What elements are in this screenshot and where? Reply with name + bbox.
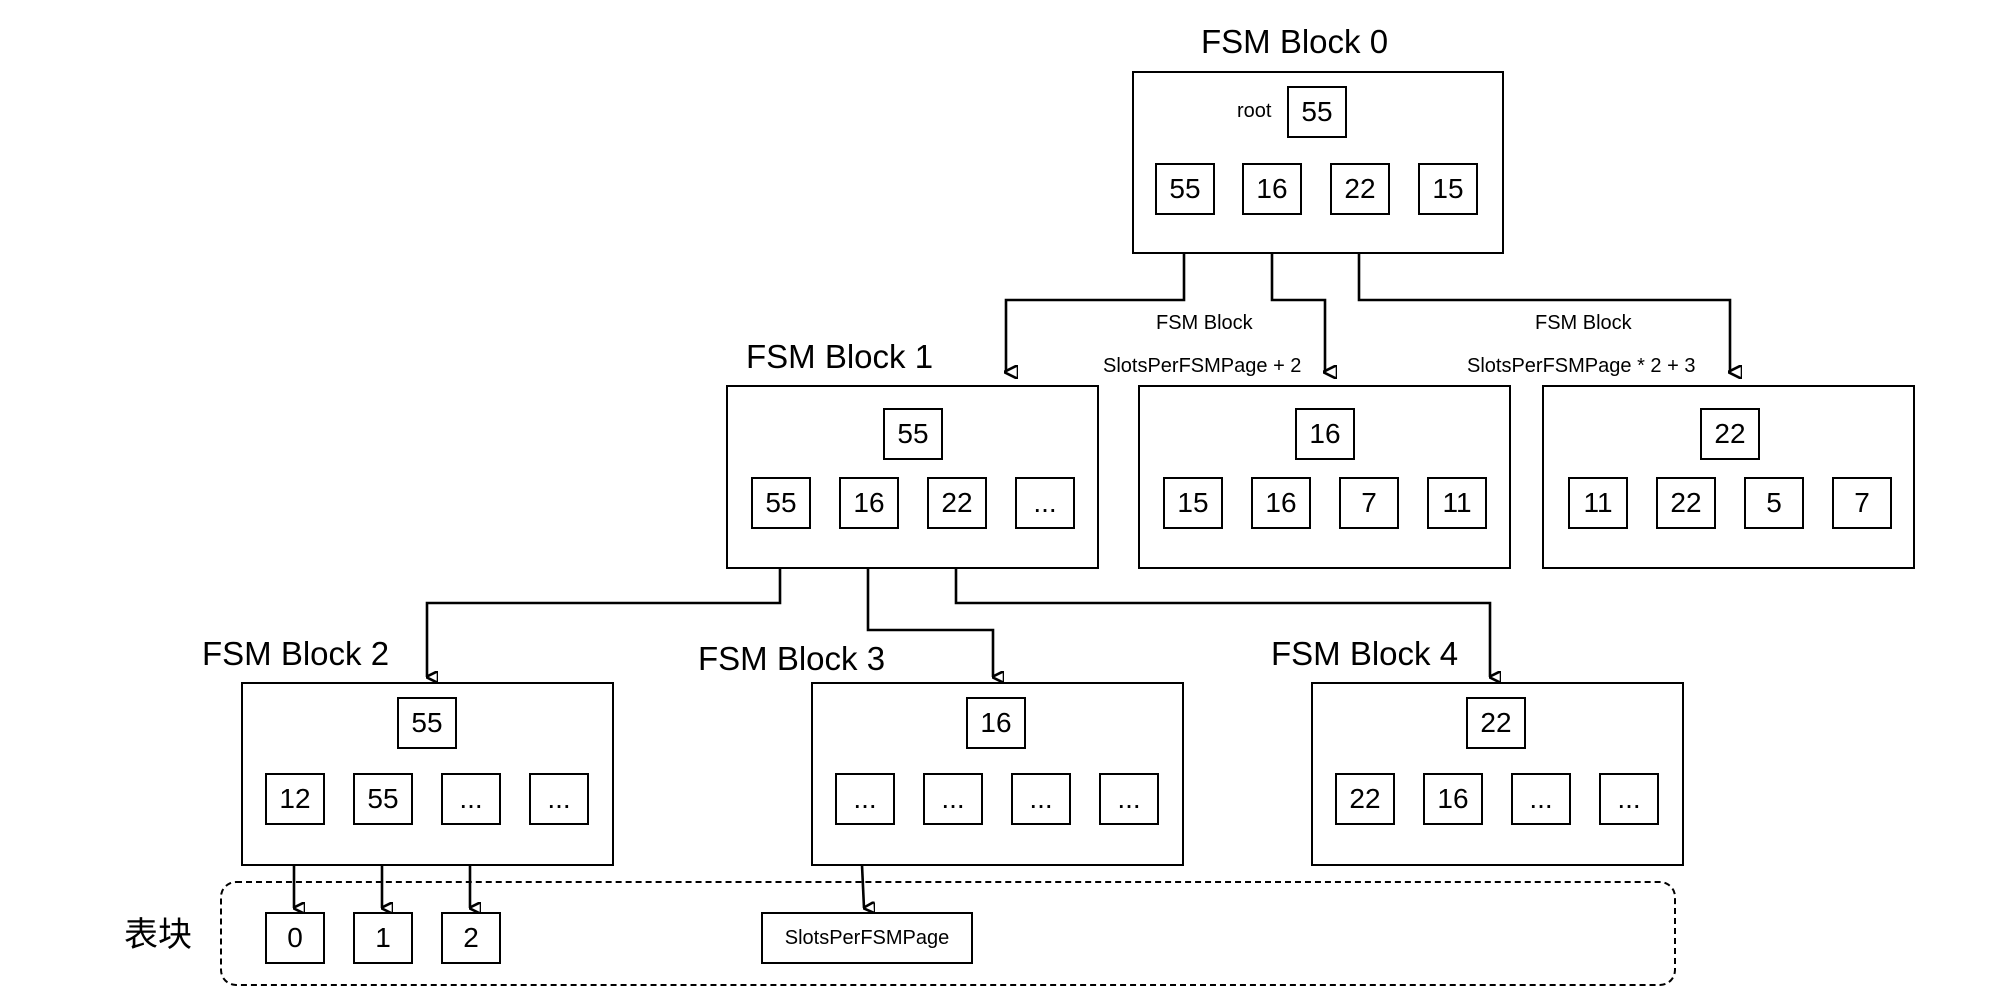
block1c-slot-cell: 22 (1656, 477, 1716, 529)
block2-slot-cell: ... (441, 773, 501, 825)
block1b-slot-cell: 15 (1163, 477, 1223, 529)
block4-title: FSM Block 4 (1271, 635, 1459, 672)
block1b-slot-cell: 16 (1251, 477, 1311, 529)
block1c-slot-cell: 5 (1744, 477, 1804, 529)
block0-title: FSM Block 0 (1201, 23, 1389, 60)
block4-slot-cell: ... (1511, 773, 1571, 825)
block3-title: FSM Block 3 (698, 640, 886, 677)
block1b-root-cell: 16 (1295, 408, 1355, 460)
block4-slot-cell: 22 (1335, 773, 1395, 825)
arrow-b0-slot1-to-block1b (1270, 216, 1325, 372)
heap-page-cell: 1 (353, 912, 413, 964)
block4-slot-cell: ... (1599, 773, 1659, 825)
block2-slot-cell: ... (529, 773, 589, 825)
block0-slot-cell: 16 (1242, 163, 1302, 215)
block1-root-cell: 55 (883, 408, 943, 460)
block1b-label-line1: FSM Block (1156, 312, 1253, 334)
block1-slot-cell: ... (1015, 477, 1075, 529)
block1c-slot-cell: 7 (1832, 477, 1892, 529)
block3-slot-cell: ... (835, 773, 895, 825)
heap-page-cell: 2 (441, 912, 501, 964)
block2-slot-cell: 55 (353, 773, 413, 825)
block1-slot-cell: 22 (927, 477, 987, 529)
heap-page-cell: 0 (265, 912, 325, 964)
block1-slot-cell: 16 (839, 477, 899, 529)
root-label: root (1237, 100, 1272, 122)
arrow-b0-slot0-to-block1 (1006, 216, 1186, 372)
arrow-b1-slot1-to-block3 (866, 530, 993, 677)
block1-title: FSM Block 1 (746, 338, 934, 375)
block4-root-cell: 22 (1466, 697, 1526, 749)
block3-root-cell: 16 (966, 697, 1026, 749)
block0-slot-cell: 15 (1418, 163, 1478, 215)
block3-slot-cell: ... (923, 773, 983, 825)
block3-slot-cell: ... (1099, 773, 1159, 825)
block1b-label-line2: SlotsPerFSMPage + 2 (1103, 355, 1302, 377)
block2-title: FSM Block 2 (202, 635, 390, 672)
block1-slot-cell: 55 (751, 477, 811, 529)
heap-label: 表块 (124, 915, 192, 955)
block1c-slot-cell: 11 (1568, 477, 1628, 529)
heap-pages-region (220, 881, 1676, 986)
block0-slot-cell: 55 (1155, 163, 1215, 215)
heap-page-cell-slots: SlotsPerFSMPage (761, 912, 973, 964)
block3-slot-cell: ... (1011, 773, 1071, 825)
block1b-slot-cell: 11 (1427, 477, 1487, 529)
block4-slot-cell: 16 (1423, 773, 1483, 825)
block1c-label-line1: FSM Block (1535, 312, 1632, 334)
block1c-label-line2: SlotsPerFSMPage * 2 + 3 (1467, 355, 1696, 377)
block1c-root-cell: 22 (1700, 408, 1760, 460)
block1b-slot-cell: 7 (1339, 477, 1399, 529)
block0-slot-cell: 22 (1330, 163, 1390, 215)
block0-root-cell: 55 (1287, 86, 1347, 138)
block2-root-cell: 55 (397, 697, 457, 749)
block2-slot-cell: 12 (265, 773, 325, 825)
arrow-b0-slot2-to-block1c (1357, 216, 1730, 372)
